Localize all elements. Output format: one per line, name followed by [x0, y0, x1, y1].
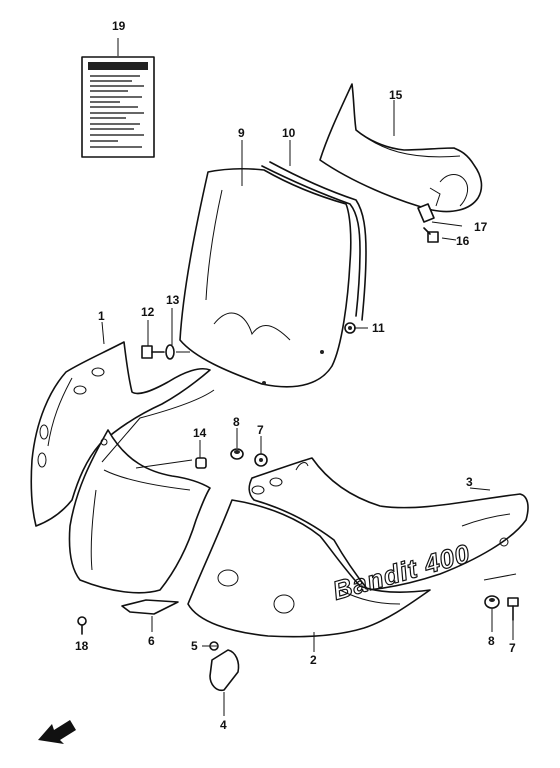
leader-lines	[101, 38, 517, 716]
grommet-8-lower	[484, 595, 500, 609]
callout-18: 18	[75, 639, 89, 653]
callout-5: 5	[191, 639, 198, 653]
bracket-4	[209, 649, 240, 692]
callout-9: 9	[238, 126, 245, 140]
bracket-6	[121, 599, 179, 615]
clip-14	[195, 457, 207, 469]
cowl-inner	[30, 341, 211, 527]
screw-18	[77, 616, 87, 635]
callout-19: 19	[112, 19, 126, 33]
callout-17: 17	[474, 220, 488, 234]
nut-11	[344, 322, 356, 334]
callout-16: 16	[456, 234, 470, 248]
callout-6: 6	[148, 634, 155, 648]
grommet-8-upper	[230, 448, 244, 460]
callout-15: 15	[389, 88, 403, 102]
callout-7-upper: 7	[257, 423, 264, 437]
front-arrow-icon	[38, 720, 76, 744]
windscreen-trim	[261, 161, 367, 321]
callout-11: 11	[372, 321, 385, 335]
callout-10: 10	[282, 126, 296, 140]
callout-1: 1	[98, 309, 105, 323]
callout-7-lower: 7	[509, 641, 516, 655]
callout-4: 4	[220, 718, 227, 732]
callout-8-upper: 8	[233, 415, 240, 429]
washer-13	[165, 344, 175, 360]
callout-3: 3	[466, 475, 473, 489]
callout-14: 14	[193, 426, 207, 440]
callout-2: 2	[310, 653, 317, 667]
bracket-17	[417, 203, 435, 223]
bolt-12	[141, 345, 165, 359]
cowl-front-frame	[68, 389, 215, 594]
callout-8-lower: 8	[488, 634, 495, 648]
windscreen-upper	[319, 83, 483, 213]
callout-12: 12	[141, 305, 155, 319]
screw-5	[209, 641, 219, 651]
callout-13: 13	[166, 293, 180, 307]
nut-7-upper	[254, 453, 268, 467]
callout-labels: 19 15 9 10 17 16 11 12 13 1 14 8 7 3 2 5…	[75, 19, 516, 732]
windscreen	[179, 167, 352, 388]
bolt-7-lower	[507, 597, 519, 621]
label-sheet	[81, 56, 155, 158]
bolt-16	[423, 227, 439, 243]
cowl-side-3	[248, 457, 529, 591]
